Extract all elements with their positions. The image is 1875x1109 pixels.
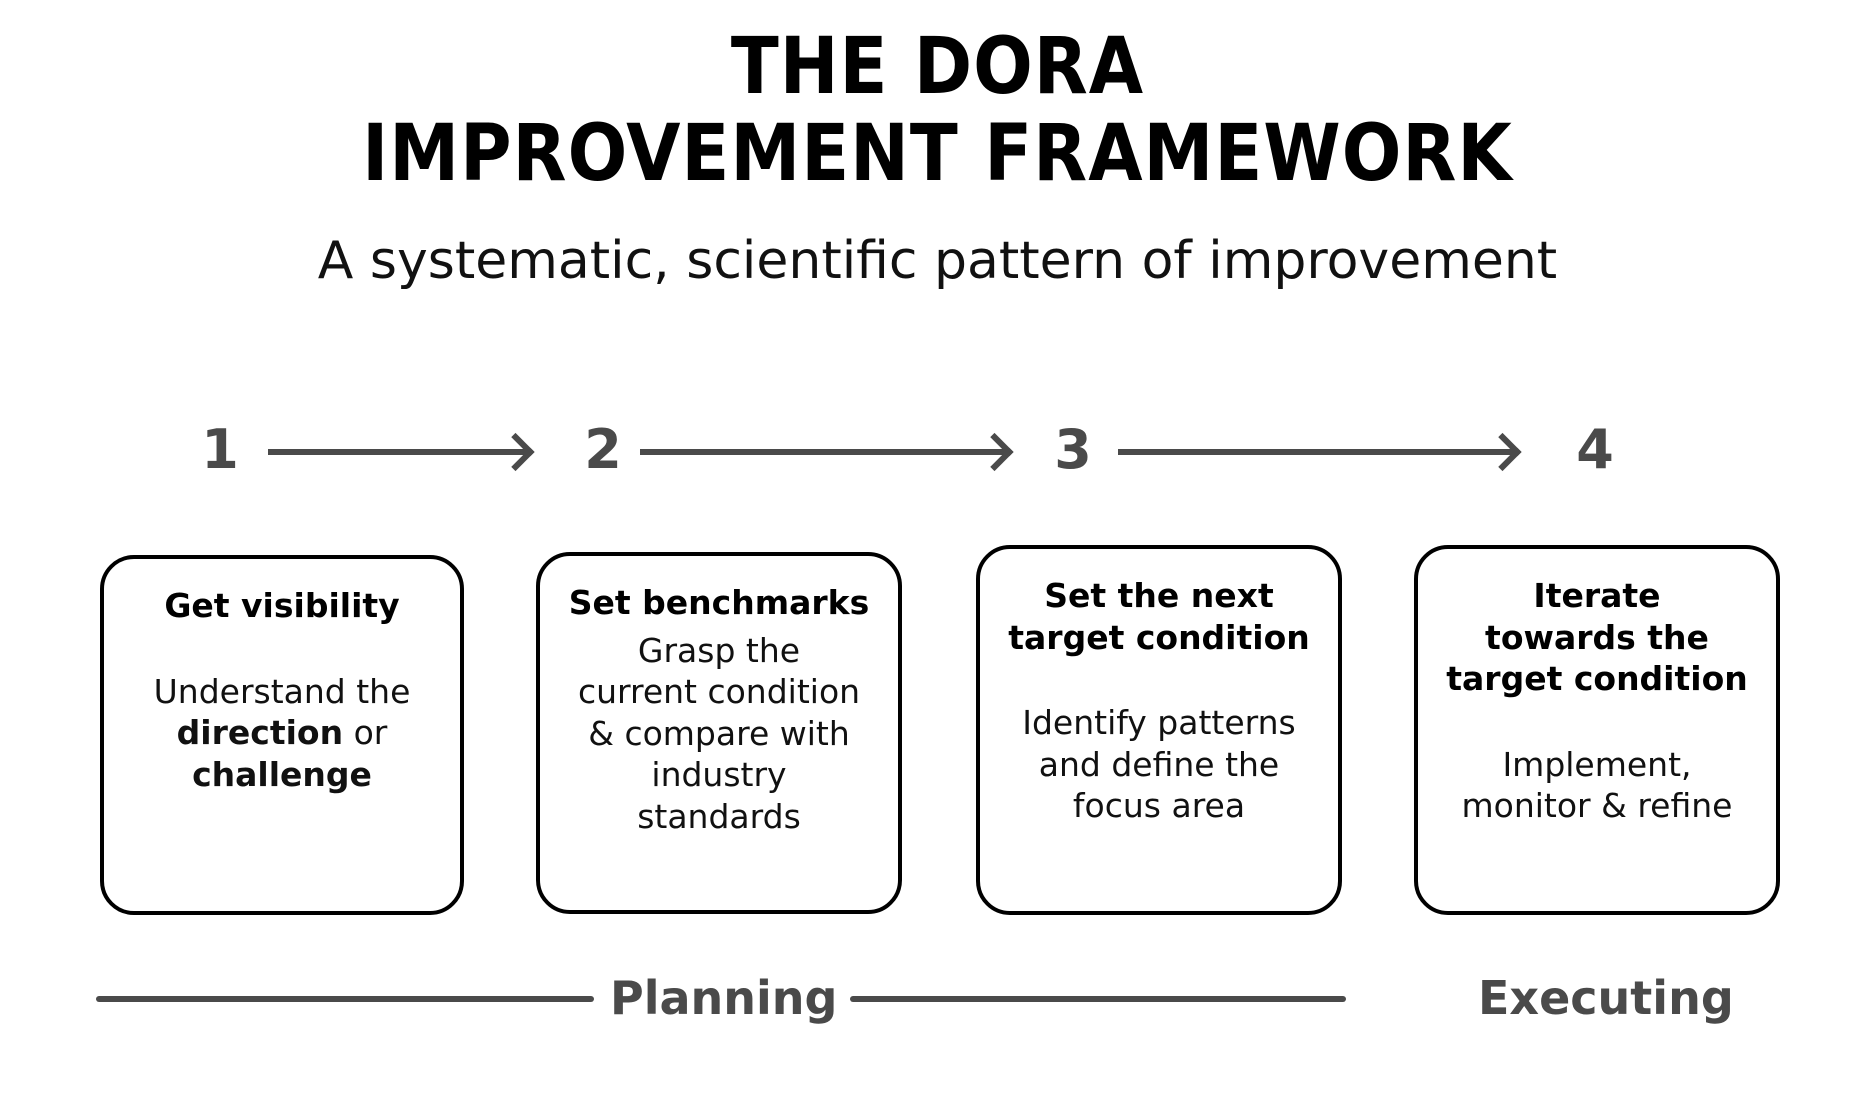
phase-label-executing: Executing xyxy=(1478,971,1734,1025)
step-card-2: Set benchmarks Grasp the current conditi… xyxy=(536,552,902,914)
phase-label-planning: Planning xyxy=(610,971,838,1025)
step-card-2-title: Set benchmarks xyxy=(568,583,870,622)
step-number-3: 3 xyxy=(1054,418,1092,481)
step-card-1: Get visibility Understand the direction … xyxy=(100,555,464,915)
page-title: THE DORA IMPROVEMENT FRAMEWORK xyxy=(0,0,1875,199)
step-card-1-body-prefix: Understand the xyxy=(153,671,411,711)
page-title-line-2: IMPROVEMENT FRAMEWORK xyxy=(362,109,1513,200)
phase-bracket-row: Planning Executing xyxy=(0,970,1875,1050)
step-card-1-body-mid: or xyxy=(353,713,388,753)
step-card-4: Iterate towards the target condition Imp… xyxy=(1414,545,1780,915)
arrow-step-1-to-2 xyxy=(268,449,526,455)
step-card-4-title: Iterate towards the target condition xyxy=(1446,576,1748,699)
step-card-1-body: Understand the direction or challenge xyxy=(154,671,411,796)
step-number-4: 4 xyxy=(1576,418,1614,481)
phase-line-left xyxy=(96,996,594,1002)
arrow-step-2-to-3 xyxy=(640,449,1005,455)
step-card-1-body-bold-challenge: challenge xyxy=(192,754,372,794)
step-card-3-title: Set the next target condition xyxy=(1008,576,1310,657)
step-number-2: 2 xyxy=(584,418,622,481)
phase-line-right xyxy=(850,996,1346,1002)
step-card-4-body: Implement, monitor & refine xyxy=(1461,744,1733,826)
step-sequence: 1 2 3 4 xyxy=(0,420,1875,490)
step-card-1-body-bold-direction: direction xyxy=(176,713,344,753)
page-title-line-1: THE DORA xyxy=(730,22,1145,112)
arrow-step-3-to-4 xyxy=(1118,449,1513,455)
page-subtitle: A systematic, scientific pattern of impr… xyxy=(317,230,1558,291)
step-card-3-body: Identify patterns and define the focus a… xyxy=(1022,703,1296,826)
step-card-2-body: Grasp the current condition & compare wi… xyxy=(577,630,861,836)
step-card-3: Set the next target condition Identify p… xyxy=(976,545,1342,915)
step-card-1-title: Get visibility xyxy=(164,586,400,625)
page-header: THE DORA IMPROVEMENT FRAMEWORK A systema… xyxy=(0,0,1875,290)
step-number-1: 1 xyxy=(201,418,239,481)
